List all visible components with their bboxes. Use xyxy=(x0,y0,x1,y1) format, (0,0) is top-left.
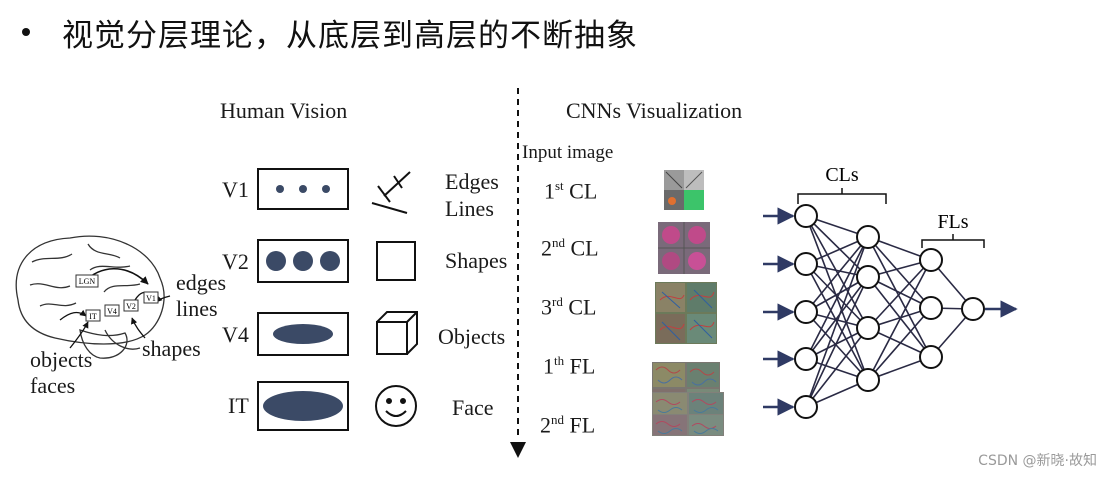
watermark: CSDN @新晓·故知 xyxy=(978,453,1097,469)
cnn-visualization-heading: CNNs Visualization xyxy=(566,98,743,123)
v1-box xyxy=(257,168,349,210)
brain-label-lgn: LGN xyxy=(79,277,96,286)
brain-label-v1: V1 xyxy=(146,294,156,303)
network-connection xyxy=(805,236,869,408)
smiley-face-icon xyxy=(375,385,417,427)
v2-box xyxy=(257,239,349,283)
area-label-v1: V1 xyxy=(222,177,249,202)
network-node xyxy=(856,316,880,340)
feature-label-edges-lines: Edges Lines xyxy=(445,169,499,221)
human-vision-heading: Human Vision xyxy=(220,98,348,123)
network-connection xyxy=(805,236,869,313)
brain-illustration xyxy=(15,235,171,359)
network-connection xyxy=(867,276,932,358)
cnn-layer-label-fl1: 1th FL xyxy=(543,353,596,379)
brain-label-v4: V4 xyxy=(107,307,117,316)
network-node xyxy=(919,296,943,320)
network-connection xyxy=(805,263,869,329)
cnn-layer-label-cl2: 2nd CL xyxy=(541,235,599,261)
network-node xyxy=(856,265,880,289)
slide-title-line: 视觉分层理论，从底层到高层的不断抽象 xyxy=(22,10,638,54)
network-node xyxy=(919,248,943,272)
network-node xyxy=(794,204,818,228)
network-connections xyxy=(805,215,974,408)
network-node xyxy=(919,345,943,369)
input-image-label: Input image xyxy=(522,142,614,163)
cl2-feature-thumbnail xyxy=(658,222,710,274)
bullet-icon xyxy=(22,28,30,36)
fl2-feature-thumbnail xyxy=(652,392,724,436)
area-label-it: IT xyxy=(228,393,249,418)
network-connection xyxy=(805,276,869,360)
area-label-v2: V2 xyxy=(222,249,249,274)
network-connection xyxy=(805,215,869,329)
v4-box xyxy=(257,312,349,356)
network-node xyxy=(794,395,818,419)
feature-label-shapes: Shapes xyxy=(445,248,508,273)
cls-label: CLs xyxy=(825,164,859,186)
brain-label-objects-faces: objects faces xyxy=(30,347,93,398)
area-label-v4: V4 xyxy=(222,322,249,347)
network-connection xyxy=(867,236,932,309)
network-connection xyxy=(805,236,869,360)
fls-label: FLs xyxy=(937,211,968,233)
network-connection xyxy=(867,259,932,329)
cnn-layer-label-cl1: 1st CL xyxy=(544,178,598,204)
it-box xyxy=(257,381,349,431)
network-node xyxy=(794,252,818,276)
divider-arrow-icon xyxy=(510,442,526,458)
network-node xyxy=(794,300,818,324)
square-shape-icon xyxy=(376,241,416,281)
edges-lines-icon xyxy=(371,171,411,214)
cl3-feature-thumbnail xyxy=(655,282,717,344)
brain-label-it: IT xyxy=(89,312,97,321)
network-node xyxy=(794,347,818,371)
cube-icon xyxy=(376,311,418,355)
network-input-arrows xyxy=(763,207,1018,416)
cls-bracket xyxy=(797,188,887,204)
network-connection xyxy=(805,276,869,408)
network-connection xyxy=(867,259,932,381)
network-connection xyxy=(805,311,869,381)
brain-label-shapes: shapes xyxy=(142,336,201,361)
cnn-layer-label-fl2: 2nd FL xyxy=(540,412,596,438)
network-connection xyxy=(805,327,869,408)
network-node xyxy=(856,368,880,392)
network-node xyxy=(961,297,985,321)
feature-label-objects: Objects xyxy=(438,324,506,349)
brain-label-edges-lines: edges lines xyxy=(176,270,227,321)
brain-label-v2: V2 xyxy=(126,302,136,311)
network-connection xyxy=(867,307,932,381)
cnn-layer-label-cl3: 3rd CL xyxy=(541,294,597,320)
network-connection xyxy=(867,236,932,358)
cl1-feature-thumbnail xyxy=(664,170,704,210)
slide-title: 视觉分层理论，从底层到高层的不断抽象 xyxy=(62,17,638,54)
network-nodes xyxy=(794,204,985,419)
fls-bracket xyxy=(921,234,985,248)
feature-label-face: Face xyxy=(452,395,494,420)
network-node xyxy=(856,225,880,249)
